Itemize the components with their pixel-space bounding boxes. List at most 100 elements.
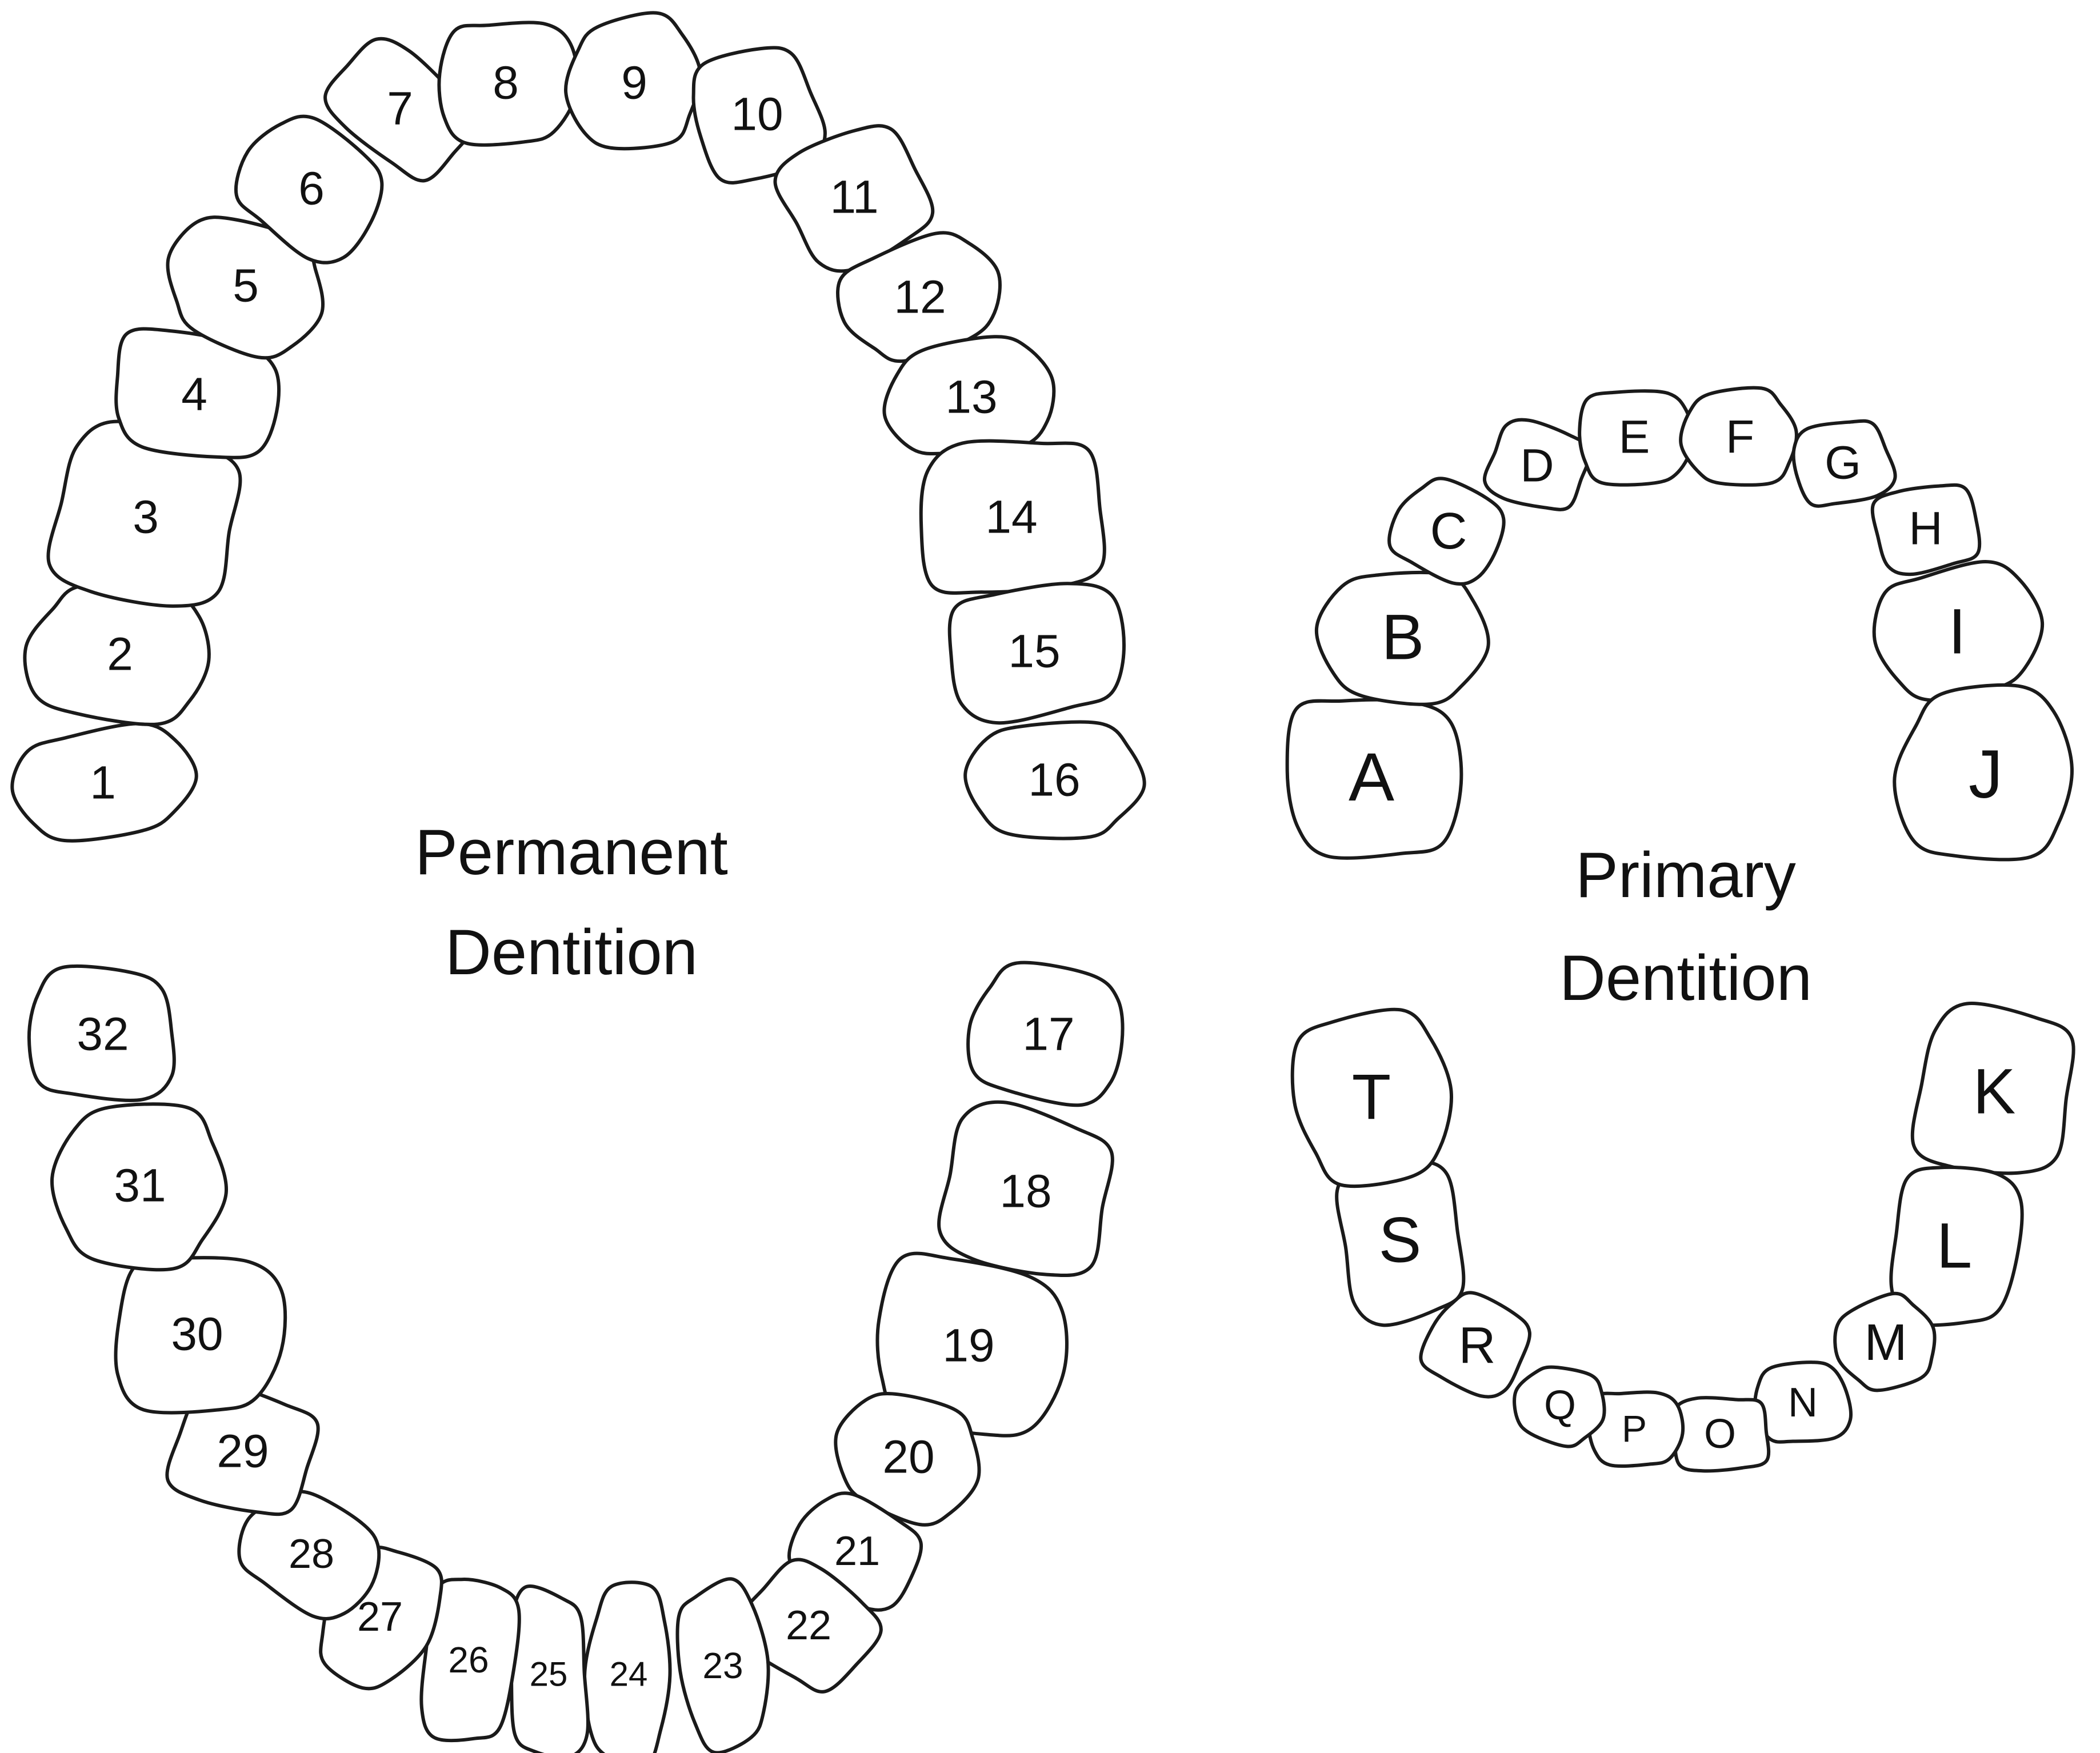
permanent-tooth-outline bbox=[419, 1578, 521, 1743]
permanent-tooth-24: 24 bbox=[582, 1580, 672, 1753]
permanent-tooth-2: 2 bbox=[23, 582, 211, 726]
primary-tooth-outline bbox=[1791, 419, 1897, 508]
permanent-tooth-label: 23 bbox=[702, 1645, 743, 1686]
primary-tooth-outline bbox=[1387, 477, 1506, 586]
primary-tooth-s: S bbox=[1335, 1158, 1466, 1327]
permanent-tooth-label: 17 bbox=[1022, 1008, 1074, 1060]
primary-tooth-label: M bbox=[1865, 1314, 1907, 1371]
permanent-tooth-outline bbox=[966, 960, 1125, 1107]
permanent-tooth-outline bbox=[437, 21, 579, 147]
permanent-tooth-label: 26 bbox=[448, 1639, 489, 1680]
permanent-tooth-label: 7 bbox=[387, 83, 413, 135]
primary-tooth-label: T bbox=[1352, 1062, 1391, 1133]
permanent-tooth-label: 27 bbox=[357, 1594, 403, 1640]
permanent-tooth-outline bbox=[27, 964, 176, 1102]
permanent-tooth-label: 18 bbox=[999, 1166, 1051, 1218]
primary-tooth-g: G bbox=[1791, 419, 1897, 508]
permanent-tooth-17: 17 bbox=[966, 960, 1125, 1107]
primary-tooth-label: Q bbox=[1544, 1383, 1576, 1428]
permanent-tooth-5: 5 bbox=[166, 215, 325, 360]
primary-tooth-label: R bbox=[1459, 1317, 1496, 1374]
primary-tooth-n: N bbox=[1753, 1360, 1853, 1444]
permanent-tooth-label: 6 bbox=[298, 163, 325, 215]
permanent-tooth-15: 15 bbox=[947, 582, 1126, 725]
permanent-tooth-20: 20 bbox=[834, 1392, 981, 1527]
primary-tooth-q: Q bbox=[1513, 1365, 1606, 1448]
primary-tooth-outline bbox=[1910, 1002, 2075, 1175]
permanent-tooth-label: 4 bbox=[181, 369, 207, 421]
permanent-tooth-label: 12 bbox=[894, 271, 946, 323]
permanent-tooth-6: 6 bbox=[234, 114, 384, 265]
permanent-tooth-label: 21 bbox=[834, 1528, 880, 1574]
permanent-tooth-9: 9 bbox=[564, 11, 703, 151]
primary-tooth-outline bbox=[1483, 418, 1593, 511]
permanent-tooth-8: 8 bbox=[437, 21, 579, 147]
permanent-tooth-29: 29 bbox=[165, 1383, 320, 1516]
primary-tooth-outline bbox=[1679, 386, 1798, 487]
permanent-tooth-19: 19 bbox=[875, 1251, 1069, 1438]
permanent-tooth-outline bbox=[564, 11, 703, 151]
primary-tooth-label: D bbox=[1520, 440, 1554, 492]
permanent-tooth-32: 32 bbox=[27, 964, 176, 1102]
primary-tooth-l: L bbox=[1889, 1165, 2024, 1327]
primary-tooth-label: I bbox=[1948, 596, 1966, 667]
permanent-tooth-label: 28 bbox=[289, 1531, 334, 1577]
primary-tooth-k: K bbox=[1910, 1002, 2075, 1175]
primary-tooth-label: J bbox=[1969, 736, 2003, 813]
primary-tooth-d: D bbox=[1483, 418, 1593, 511]
primary-tooth-label: K bbox=[1973, 1056, 2016, 1127]
primary-tooth-i: I bbox=[1872, 559, 2045, 702]
primary-tooth-r: R bbox=[1419, 1291, 1531, 1399]
primary-tooth-e: E bbox=[1578, 389, 1695, 487]
primary-tooth-h: H bbox=[1870, 483, 1982, 577]
permanent-title-line2: Dentition bbox=[445, 916, 698, 988]
permanent-tooth-28: 28 bbox=[237, 1490, 381, 1620]
primary-tooth-label: F bbox=[1726, 411, 1754, 463]
permanent-tooth-14: 14 bbox=[919, 439, 1106, 595]
primary-tooth-o: O bbox=[1671, 1396, 1771, 1473]
permanent-tooth-outline bbox=[834, 1392, 981, 1527]
permanent-tooth-7: 7 bbox=[323, 37, 478, 183]
primary-tooth-a: A bbox=[1285, 698, 1463, 860]
primary-tooth-outline bbox=[1889, 1165, 2024, 1327]
primary-tooth-label: A bbox=[1349, 739, 1394, 815]
primary-tooth-outline bbox=[1893, 683, 2074, 862]
primary-tooth-outline bbox=[1290, 1007, 1453, 1188]
permanent-tooth-18: 18 bbox=[937, 1100, 1114, 1278]
permanent-tooth-label: 8 bbox=[493, 57, 519, 109]
primary-tooth-t: T bbox=[1290, 1007, 1453, 1188]
permanent-tooth-outline bbox=[114, 1256, 287, 1415]
permanent-tooth-outline bbox=[963, 720, 1146, 841]
primary-tooth-outline bbox=[1419, 1291, 1531, 1399]
primary-tooth-c: C bbox=[1387, 477, 1506, 586]
permanent-tooth-label: 29 bbox=[217, 1426, 269, 1478]
permanent-tooth-label: 9 bbox=[621, 57, 647, 109]
permanent-tooth-label: 30 bbox=[171, 1308, 223, 1360]
primary-tooth-label: P bbox=[1622, 1407, 1647, 1450]
permanent-tooth-31: 31 bbox=[50, 1102, 228, 1272]
permanent-tooth-label: 11 bbox=[830, 171, 878, 223]
primary-tooth-label: G bbox=[1825, 437, 1861, 489]
permanent-tooth-30: 30 bbox=[114, 1256, 287, 1415]
permanent-tooth-11: 11 bbox=[773, 124, 935, 273]
permanent-tooth-outline bbox=[836, 231, 1002, 363]
permanent-tooth-outline bbox=[675, 1577, 770, 1753]
primary-tooth-b: B bbox=[1314, 570, 1490, 706]
permanent-tooth-label: 31 bbox=[114, 1160, 166, 1212]
primary-title-line1: Primary bbox=[1575, 839, 1796, 911]
permanent-tooth-label: 1 bbox=[90, 757, 116, 809]
permanent-tooth-outline bbox=[50, 1102, 228, 1272]
primary-tooth-outline bbox=[1870, 483, 1982, 577]
permanent-tooth-12: 12 bbox=[836, 231, 1002, 363]
primary-tooth-label: S bbox=[1379, 1204, 1422, 1276]
permanent-tooth-23: 23 bbox=[675, 1577, 770, 1753]
permanent-tooth-outline bbox=[165, 1383, 320, 1516]
permanent-tooth-label: 32 bbox=[77, 1008, 129, 1060]
permanent-tooth-label: 3 bbox=[133, 491, 159, 543]
permanent-tooth-outline bbox=[773, 124, 935, 273]
primary-tooth-label: H bbox=[1909, 503, 1942, 555]
permanent-tooth-26: 26 bbox=[419, 1578, 521, 1743]
permanent-tooth-label: 14 bbox=[985, 491, 1037, 543]
